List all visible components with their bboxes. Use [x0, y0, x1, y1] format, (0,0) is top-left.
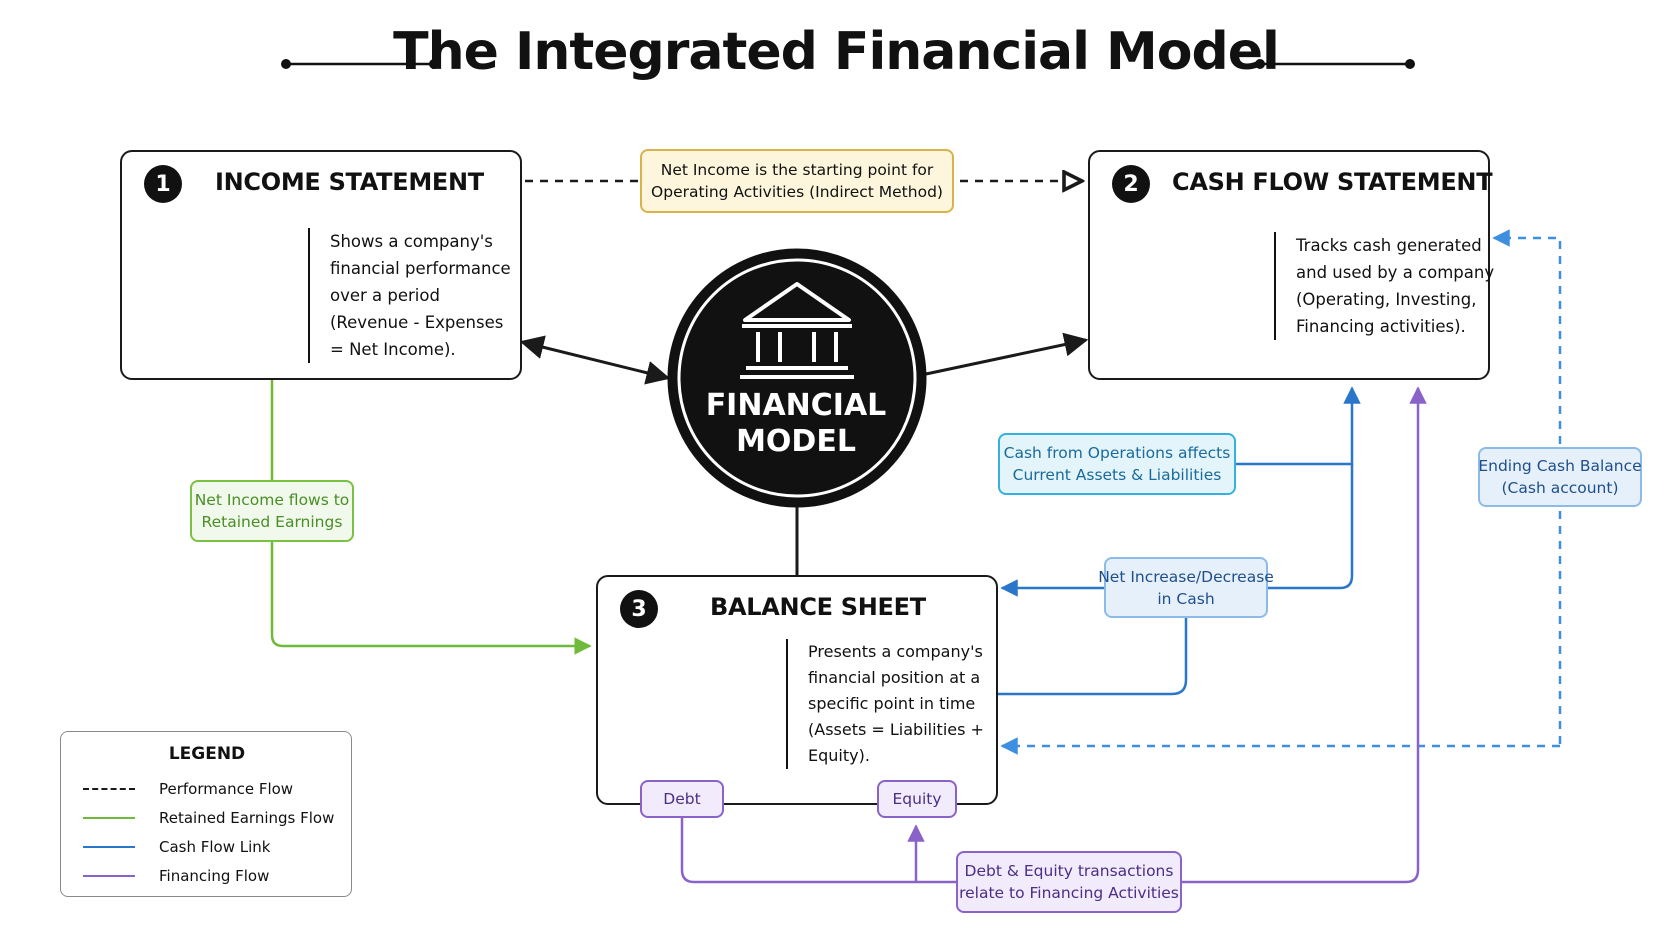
financial-model-label: FINANCIAL MODEL: [666, 388, 926, 460]
income-center-link: [519, 335, 671, 385]
debt-equity-label: Debt & Equity transactions relate to Fin…: [956, 851, 1182, 913]
balance-sheet-node: 3 BALANCE SHEET Presents a company's fin…: [596, 575, 998, 805]
ending-cash-label: Ending Cash Balance (Cash account): [1478, 447, 1642, 507]
income-statement-node: 1 INCOME STATEMENT Shows a company's fin…: [120, 150, 522, 380]
retained-earnings-connector: [270, 380, 592, 655]
debt-tag: Debt: [640, 780, 724, 818]
cashflow-center-link: [925, 332, 1089, 376]
financial-model-line2: MODEL: [736, 424, 856, 459]
legend-title: LEGEND: [168, 744, 246, 764]
legend-swatch-cash: [83, 846, 135, 848]
balance-sheet-description: Presents a company's financial position …: [786, 639, 984, 769]
legend-swatch-financing: [83, 875, 135, 877]
cash-flow-statement-node: 2 CASH FLOW STATEMENT Tracks cash genera…: [1088, 150, 1494, 380]
balance-sheet-number: 3: [620, 590, 658, 628]
legend-swatch-performance: [83, 788, 135, 790]
legend-item-retained: Retained Earnings Flow: [83, 807, 334, 829]
cash-from-operations-connector: [1235, 386, 1361, 466]
legend: LEGEND Performance Flow Retained Earning…: [60, 731, 352, 897]
ending-cash-connector: [1492, 229, 1562, 744]
cash-flow-statement-title: CASH FLOW STATEMENT: [1172, 168, 1493, 196]
balance-sheet-title: BALANCE SHEET: [710, 593, 926, 621]
income-statement-description: Shows a company's financial performance …: [308, 228, 511, 363]
net-increase-label: Net Increase/Decrease in Cash: [1098, 557, 1274, 618]
balance-to-net-increase: [998, 618, 1188, 696]
income-statement-number: 1: [144, 165, 182, 203]
bank-building-icon: [740, 282, 854, 379]
net-increase-connector: [1268, 464, 1354, 590]
page-title: The Integrated Financial Model: [393, 22, 1280, 82]
legend-item-cash: Cash Flow Link: [83, 836, 270, 858]
financial-model-line1: FINANCIAL: [705, 388, 887, 423]
income-statement-title: INCOME STATEMENT: [215, 168, 484, 196]
cash-flow-statement-description: Tracks cash generated and used by a comp…: [1274, 232, 1494, 340]
equity-tag: Equity: [877, 780, 957, 818]
cash-flow-statement-number: 2: [1112, 165, 1150, 203]
cash-from-operations-label: Cash from Operations affects Current Ass…: [998, 433, 1236, 495]
legend-swatch-retained: [83, 817, 135, 819]
title-decoration: [281, 59, 1415, 69]
legend-item-financing: Financing Flow: [83, 865, 269, 887]
net-income-start-label: Net Income is the starting point for Ope…: [640, 149, 954, 213]
net-income-flows-label: Net Income flows to Retained Earnings: [190, 480, 354, 542]
legend-item-performance: Performance Flow: [83, 778, 293, 800]
